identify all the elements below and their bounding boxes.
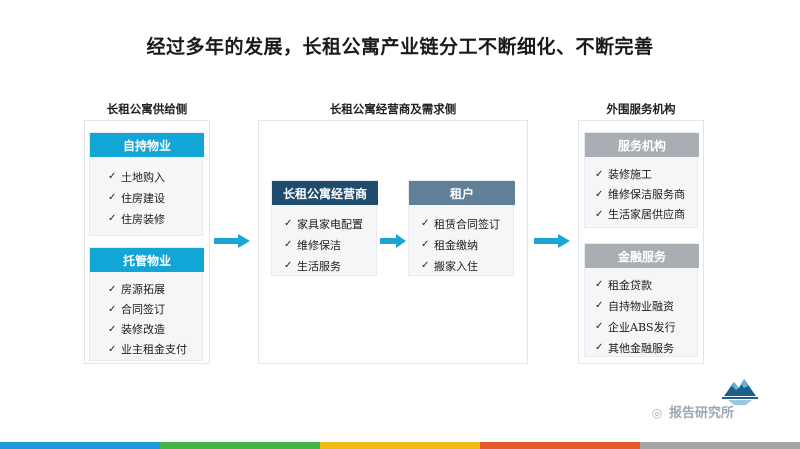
self-owned-property-header: 自持物业	[90, 133, 204, 157]
list-item: ✓租赁合同签订	[421, 217, 500, 231]
check-icon: ✓	[595, 342, 604, 353]
managed-property-list: ✓房源拓展 ✓合同签订 ✓装修改造 ✓业主租金支付	[108, 279, 187, 359]
list-item: ✓维修保洁服务商	[595, 188, 685, 201]
check-icon: ✓	[108, 303, 117, 315]
list-item: ✓住房建设	[108, 191, 165, 205]
financial-services-list: ✓租金贷款 ✓自持物业融资 ✓企业ABS发行 ✓其他金融服务	[595, 274, 676, 358]
list-item: ✓自持物业融资	[595, 299, 674, 313]
list-item: ✓装修改造	[108, 323, 165, 336]
service-agencies-card: 服务机构 ✓装修施工 ✓维修保洁服务商 ✓生活家居供应商	[584, 132, 699, 228]
check-icon: ✓	[284, 239, 293, 250]
list-item: ✓房源拓展	[108, 283, 165, 296]
check-icon: ✓	[421, 239, 430, 250]
list-item: ✓租金贷款	[595, 278, 652, 292]
bottom-bar-green	[160, 442, 320, 449]
list-item: ✓维修保洁	[284, 238, 341, 252]
watermark-text: 报告研究所	[669, 406, 735, 421]
list-item: ✓生活家居供应商	[595, 208, 685, 221]
financial-services-card: 金融服务 ✓租金贷款 ✓自持物业融资 ✓企业ABS发行 ✓其他金融服务	[584, 243, 699, 358]
check-icon: ✓	[108, 171, 117, 182]
managed-property-card: 托管物业 ✓房源拓展 ✓合同签订 ✓装修改造 ✓业主租金支付	[89, 247, 204, 361]
list-item: ✓生活服务	[284, 259, 341, 273]
self-owned-property-title: 自持物业	[122, 138, 171, 153]
bottom-bar-gray	[640, 442, 800, 449]
watermark: ◎ 报告研究所	[648, 402, 734, 421]
managed-property-title: 托管物业	[122, 253, 171, 268]
list-item: ✓企业ABS发行	[595, 320, 676, 334]
check-icon: ✓	[108, 323, 117, 335]
check-icon: ✓	[421, 218, 430, 229]
operator-list: ✓家具家电配置 ✓维修保洁 ✓生活服务	[284, 213, 363, 276]
check-icon: ✓	[284, 218, 293, 229]
check-icon: ✓	[595, 188, 604, 200]
arrow-right-icon	[380, 234, 406, 248]
tenant-title: 租户	[449, 186, 474, 201]
list-item: ✓装修施工	[595, 168, 652, 181]
check-icon: ✓	[284, 260, 293, 271]
list-item: ✓业主租金支付	[108, 343, 187, 356]
self-owned-property-list: ✓土地购入 ✓住房建设 ✓住房装修	[108, 166, 165, 229]
check-icon: ✓	[595, 300, 604, 311]
supply-side-heading: 长租公寓供给侧	[106, 102, 188, 116]
list-item: ✓搬家入住	[421, 259, 478, 273]
service-agencies-header: 服务机构	[585, 133, 699, 157]
list-item: ✓土地购入	[108, 170, 165, 184]
operator-demand-heading: 长租公寓经营商及需求侧	[329, 102, 457, 116]
check-icon: ✓	[595, 208, 604, 220]
tenant-header: 租户	[409, 181, 515, 205]
list-item: ✓住房装修	[108, 212, 165, 226]
managed-property-header: 托管物业	[90, 248, 204, 272]
tenant-card: 租户 ✓租赁合同签订 ✓租金缴纳 ✓搬家入住	[408, 180, 515, 276]
check-icon: ✓	[108, 213, 117, 224]
operator-header: 长租公寓经营商	[272, 181, 378, 205]
bottom-bar-blue	[0, 442, 160, 449]
bottom-bar-orange	[480, 442, 640, 449]
list-item: ✓合同签订	[108, 303, 165, 316]
wechat-icon: ◎	[651, 406, 663, 420]
check-icon: ✓	[108, 192, 117, 203]
check-icon: ✓	[595, 168, 604, 180]
page-title: 经过多年的发展，长租公寓产业链分工不断细化、不断完善	[146, 36, 654, 58]
service-agencies-list: ✓装修施工 ✓维修保洁服务商 ✓生活家居供应商	[595, 164, 685, 224]
self-owned-property-card: 自持物业 ✓土地购入 ✓住房建设 ✓住房装修	[89, 132, 204, 236]
list-item: ✓家具家电配置	[284, 217, 363, 231]
check-icon: ✓	[108, 283, 117, 295]
arrow-right-icon	[534, 234, 570, 248]
service-agencies-title: 服务机构	[617, 138, 666, 153]
check-icon: ✓	[595, 321, 604, 332]
bottom-bar-yellow	[320, 442, 480, 449]
operator-title: 长租公寓经营商	[282, 186, 367, 201]
external-services-heading: 外围服务机构	[606, 102, 676, 116]
financial-services-header: 金融服务	[585, 244, 699, 268]
arrow-right-icon	[214, 234, 250, 248]
check-icon: ✓	[595, 279, 604, 290]
check-icon: ✓	[108, 343, 117, 355]
iceberg-logo-icon	[722, 379, 758, 405]
list-item: ✓其他金融服务	[595, 341, 674, 355]
financial-services-title: 金融服务	[617, 249, 666, 264]
list-item: ✓租金缴纳	[421, 238, 478, 252]
tenant-list: ✓租赁合同签订 ✓租金缴纳 ✓搬家入住	[421, 213, 500, 276]
operator-card: 长租公寓经营商 ✓家具家电配置 ✓维修保洁 ✓生活服务	[271, 180, 378, 276]
check-icon: ✓	[421, 260, 430, 271]
